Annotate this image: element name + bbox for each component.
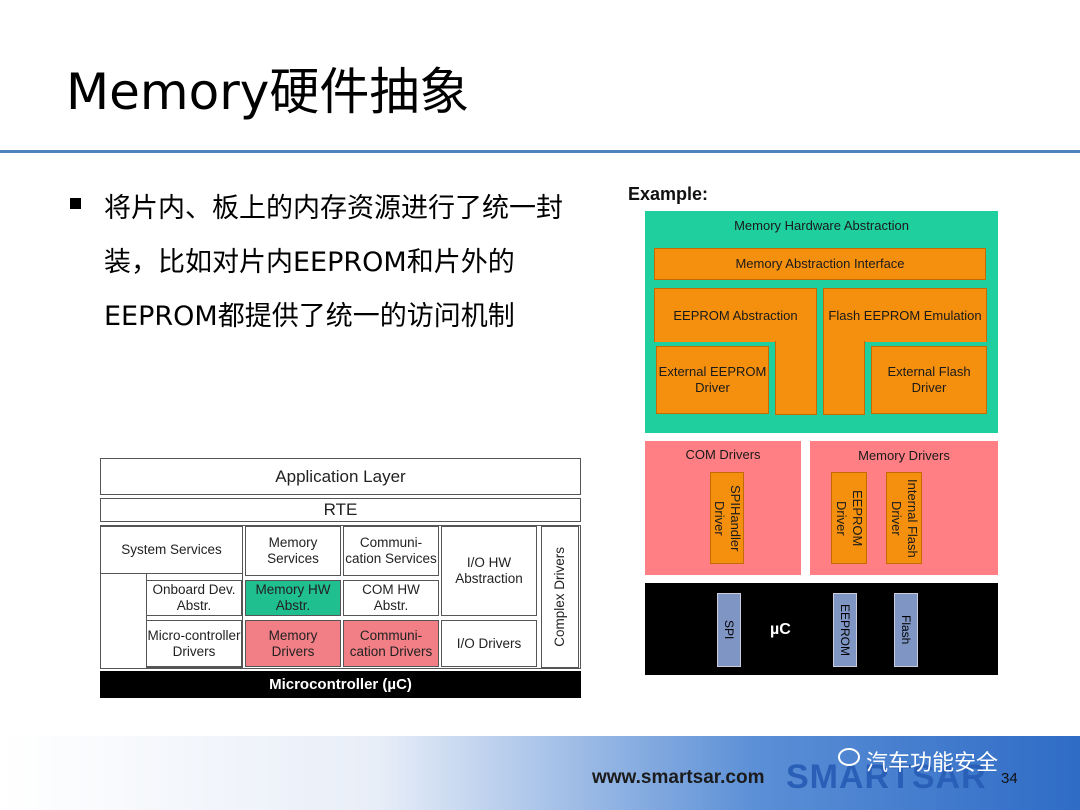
eeprom-driver-label: EEPROM Driver xyxy=(834,489,865,547)
communication-services-box: Communi-cation Services xyxy=(343,526,439,576)
memory-abstraction-interface-box: Memory Abstraction Interface xyxy=(654,248,986,280)
spi-chip-label: SPI xyxy=(722,620,736,640)
smartsar-logo: SMARTSAR xyxy=(786,758,987,796)
memory-hw-abstr-box: Memory HW Abstr. xyxy=(245,580,341,616)
bullet-square-icon xyxy=(70,198,81,209)
rte-box: RTE xyxy=(100,498,581,522)
flash-eeprom-emulation-box: Flash EEPROM Emulation xyxy=(823,288,987,342)
eeprom-chip-label: EEPROM xyxy=(838,603,852,656)
footer-url: www.smartsar.com xyxy=(592,767,765,788)
memory-drivers-title: Memory Drivers xyxy=(858,448,950,463)
com-drivers-title: COM Drivers xyxy=(685,447,761,462)
memory-services-box: Memory Services xyxy=(245,526,341,576)
onboard-dev-abstr-box: Onboard Dev. Abstr. xyxy=(146,580,242,616)
wechat-account: 汽车功能安全 xyxy=(866,751,999,776)
eeprom-abstraction-box: EEPROM Abstraction xyxy=(654,288,817,342)
slide-title: Memory硬件抽象 xyxy=(66,63,470,121)
internal-flash-driver-box: Internal Flash Driver xyxy=(886,472,922,564)
eeprom-chip: EEPROM xyxy=(833,593,857,667)
microcontroller-drivers-box: Micro-controller Drivers xyxy=(146,620,242,667)
external-eeprom-driver-box: External EEPROM Driver xyxy=(656,346,769,414)
io-hw-abstraction-box: I/O HW Abstraction xyxy=(441,526,537,616)
io-drivers-box: I/O Drivers xyxy=(441,620,537,667)
eeprom-abstraction-stem xyxy=(775,341,817,415)
uc-label: µC xyxy=(770,621,791,638)
external-flash-driver-box: External Flash Driver xyxy=(871,346,987,414)
bsw-frame xyxy=(100,525,581,669)
com-hw-abstr-box: COM HW Abstr. xyxy=(343,580,439,616)
footer-band xyxy=(0,736,1080,810)
internal-flash-driver-label: Internal Flash Driver xyxy=(889,478,920,558)
spi-handler-driver-label: SPIHandler Driver xyxy=(712,484,743,552)
eeprom-driver-box: EEPROM Driver xyxy=(831,472,867,564)
application-layer-box: Application Layer xyxy=(100,458,581,495)
flash-eeprom-emulation-stem xyxy=(823,341,865,415)
complex-drivers-box: Complex Drivers xyxy=(541,526,579,668)
bullet-text: 将片内、板上的内存资源进行了统一封装，比如对片内EEPROM和片外的EEPROM… xyxy=(104,193,563,332)
spi-chip: SPI xyxy=(717,593,741,667)
flash-chip: Flash xyxy=(894,593,918,667)
page-number: 34 xyxy=(1001,770,1018,787)
title-divider xyxy=(0,150,1080,153)
system-services-box: System Services xyxy=(100,526,243,574)
spi-handler-driver-box: SPIHandler Driver xyxy=(710,472,744,564)
wechat-icon xyxy=(838,748,860,766)
complex-drivers-label: Complex Drivers xyxy=(552,547,567,647)
communication-drivers-box: Communi-cation Drivers xyxy=(343,620,439,667)
flash-chip-label: Flash xyxy=(899,615,913,645)
memory-drivers-box: Memory Drivers xyxy=(245,620,341,667)
uc-panel xyxy=(645,583,998,675)
microcontroller-bar: Microcontroller (µC) xyxy=(100,671,581,698)
memory-hw-abstraction-title: Memory Hardware Abstraction xyxy=(734,218,909,233)
example-label: Example: xyxy=(628,184,709,204)
